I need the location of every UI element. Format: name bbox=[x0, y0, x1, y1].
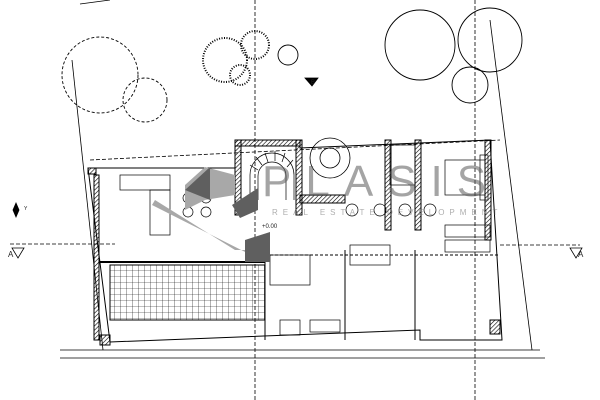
section-marker-left: A bbox=[8, 250, 14, 259]
section-marker-right: A bbox=[578, 250, 584, 259]
section-markers bbox=[11, 77, 583, 259]
spiral-stair-2 bbox=[309, 137, 351, 179]
terrace-tiles bbox=[109, 264, 266, 321]
trees bbox=[61, 7, 523, 123]
level-mark: +0.00 bbox=[262, 224, 278, 230]
watermark-tagline: REAL ESTATE DEVELOPMENT bbox=[272, 208, 503, 217]
section-marker-top: B bbox=[311, 80, 316, 86]
watermark-brand: PLASIS bbox=[262, 157, 501, 206]
north-label: Y bbox=[24, 206, 28, 212]
direction-arrows bbox=[152, 167, 270, 262]
spiral-stair bbox=[249, 151, 295, 200]
